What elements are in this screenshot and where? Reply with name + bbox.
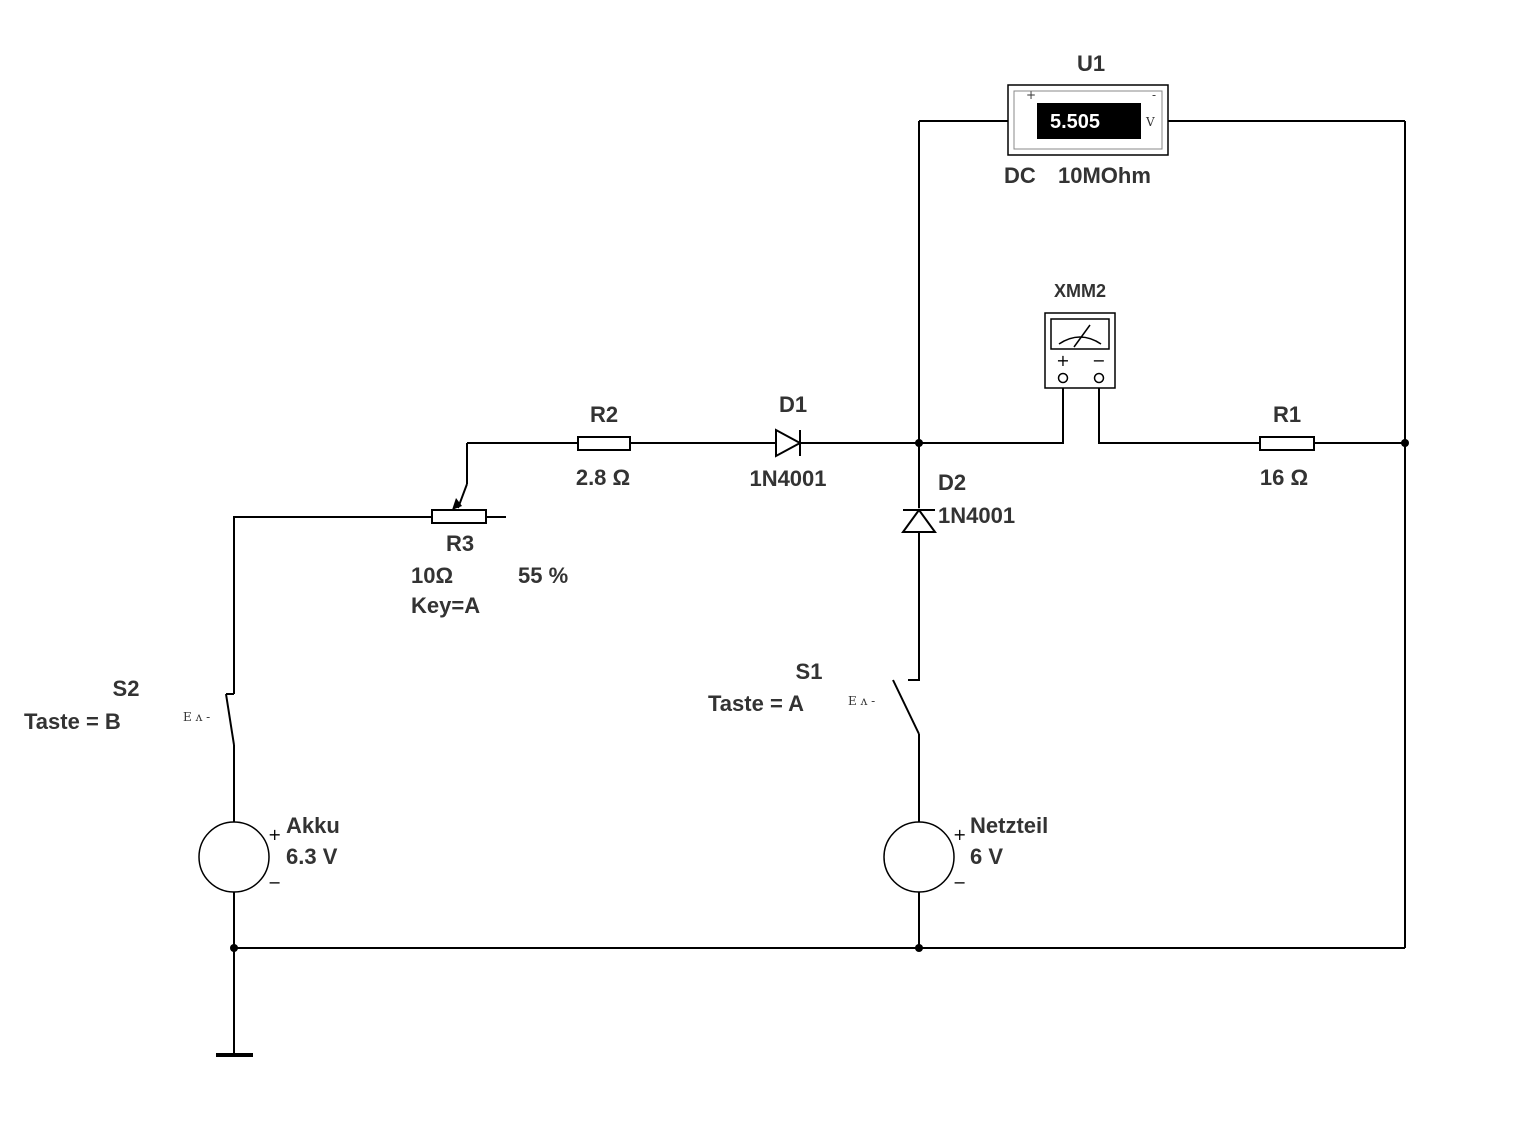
wire-node-xmm2-plus bbox=[919, 378, 1064, 444]
xmm2-minus-sign: − bbox=[1092, 351, 1105, 370]
akku-minus-sign: − bbox=[268, 873, 281, 892]
d1-name: D1 bbox=[779, 392, 807, 417]
u1-resistance: 10MOhm bbox=[1058, 163, 1151, 188]
s1-glyph: E ʌ - bbox=[848, 694, 875, 708]
r1-value: 16 Ω bbox=[1260, 465, 1308, 490]
d1-triangle-icon bbox=[775, 428, 803, 458]
r3-setting: 55 % bbox=[518, 563, 568, 588]
s2-lever bbox=[225, 693, 235, 746]
wires bbox=[233, 120, 1406, 1055]
u1-name: U1 bbox=[1077, 51, 1105, 76]
r1-body bbox=[1259, 436, 1315, 451]
r2-value: 2.8 Ω bbox=[576, 465, 630, 490]
switch-s1[interactable]: E ʌ - S1 Taste = A bbox=[708, 659, 920, 735]
u1-inner-frame bbox=[1013, 90, 1163, 150]
wire-xmm2-minus-r1 bbox=[1098, 378, 1260, 444]
junction-right bbox=[1401, 439, 1409, 447]
u1-plus-sign: + bbox=[1026, 88, 1036, 102]
voltage-source-netzteil[interactable]: + − Netzteil 6 V bbox=[883, 813, 1048, 893]
wire-r3-s2 bbox=[233, 516, 432, 694]
netzteil-plus-sign: + bbox=[953, 825, 966, 844]
r2-name: R2 bbox=[590, 402, 618, 427]
s2-key: Taste = B bbox=[24, 709, 121, 734]
s1-lever bbox=[892, 679, 920, 735]
akku-source-icon bbox=[198, 821, 270, 893]
r3-key: Key=A bbox=[411, 593, 480, 618]
s2-name: S2 bbox=[113, 676, 140, 701]
akku-plus-sign: + bbox=[268, 825, 281, 844]
r1-name: R1 bbox=[1273, 402, 1301, 427]
diode-d2[interactable]: D2 1N4001 bbox=[901, 470, 1015, 533]
xmm2-plus-sign: + bbox=[1056, 351, 1069, 370]
voltage-source-akku[interactable]: + − Akku 6.3 V bbox=[198, 813, 340, 893]
r3-wiper-arrowhead bbox=[452, 498, 462, 510]
switch-s2[interactable]: E ʌ - S2 Taste = B bbox=[24, 676, 235, 746]
xmm2-gauge-arc bbox=[1058, 336, 1102, 345]
d1-model: 1N4001 bbox=[749, 466, 826, 491]
junction-node bbox=[915, 439, 923, 447]
d2-model: 1N4001 bbox=[938, 503, 1015, 528]
s2-glyph: E ʌ - bbox=[183, 710, 210, 724]
potentiometer-r3[interactable]: R3 10Ω 55 % Key=A bbox=[411, 509, 568, 618]
xmm2-gauge bbox=[1050, 318, 1110, 350]
u1-mode: DC bbox=[1004, 163, 1036, 188]
voltmeter-u1[interactable]: U1 5.505 V + - DC 10MOhm bbox=[1004, 51, 1169, 188]
diode-d1[interactable]: D1 1N4001 bbox=[749, 392, 826, 491]
r3-name: R3 bbox=[446, 531, 474, 556]
xmm2-minus-terminal[interactable] bbox=[1093, 372, 1105, 384]
wire-d2-s1 bbox=[908, 532, 920, 681]
u1-unit: V bbox=[1145, 115, 1155, 129]
multimeter-xmm2[interactable]: XMM2 + − bbox=[1044, 281, 1116, 389]
xmm2-name: XMM2 bbox=[1054, 281, 1106, 301]
netzteil-minus-sign: − bbox=[953, 873, 966, 892]
xmm2-needle-icon bbox=[1073, 324, 1091, 348]
d2-name: D2 bbox=[938, 470, 966, 495]
s1-name: S1 bbox=[796, 659, 823, 684]
u1-minus-sign: - bbox=[1152, 88, 1156, 102]
akku-name: Akku bbox=[286, 813, 340, 838]
junction-ground-mid bbox=[915, 944, 923, 952]
u1-display bbox=[1037, 103, 1141, 139]
r2-body bbox=[577, 436, 631, 451]
s1-key: Taste = A bbox=[708, 691, 804, 716]
u1-reading: 5.505 bbox=[1050, 111, 1100, 133]
junction-ground-left bbox=[230, 944, 238, 952]
xmm2-plus-terminal[interactable] bbox=[1057, 372, 1069, 384]
netzteil-name: Netzteil bbox=[970, 813, 1048, 838]
netzteil-voltage: 6 V bbox=[970, 844, 1003, 869]
r3-value: 10Ω bbox=[411, 563, 453, 588]
r3-body bbox=[431, 509, 487, 524]
resistor-r2[interactable]: R2 2.8 Ω bbox=[576, 402, 631, 490]
resistor-r1[interactable]: R1 16 Ω bbox=[1259, 402, 1315, 490]
netzteil-source-icon bbox=[883, 821, 955, 893]
akku-voltage: 6.3 V bbox=[286, 844, 338, 869]
d2-triangle-icon bbox=[901, 508, 937, 533]
junctions bbox=[230, 439, 1409, 952]
